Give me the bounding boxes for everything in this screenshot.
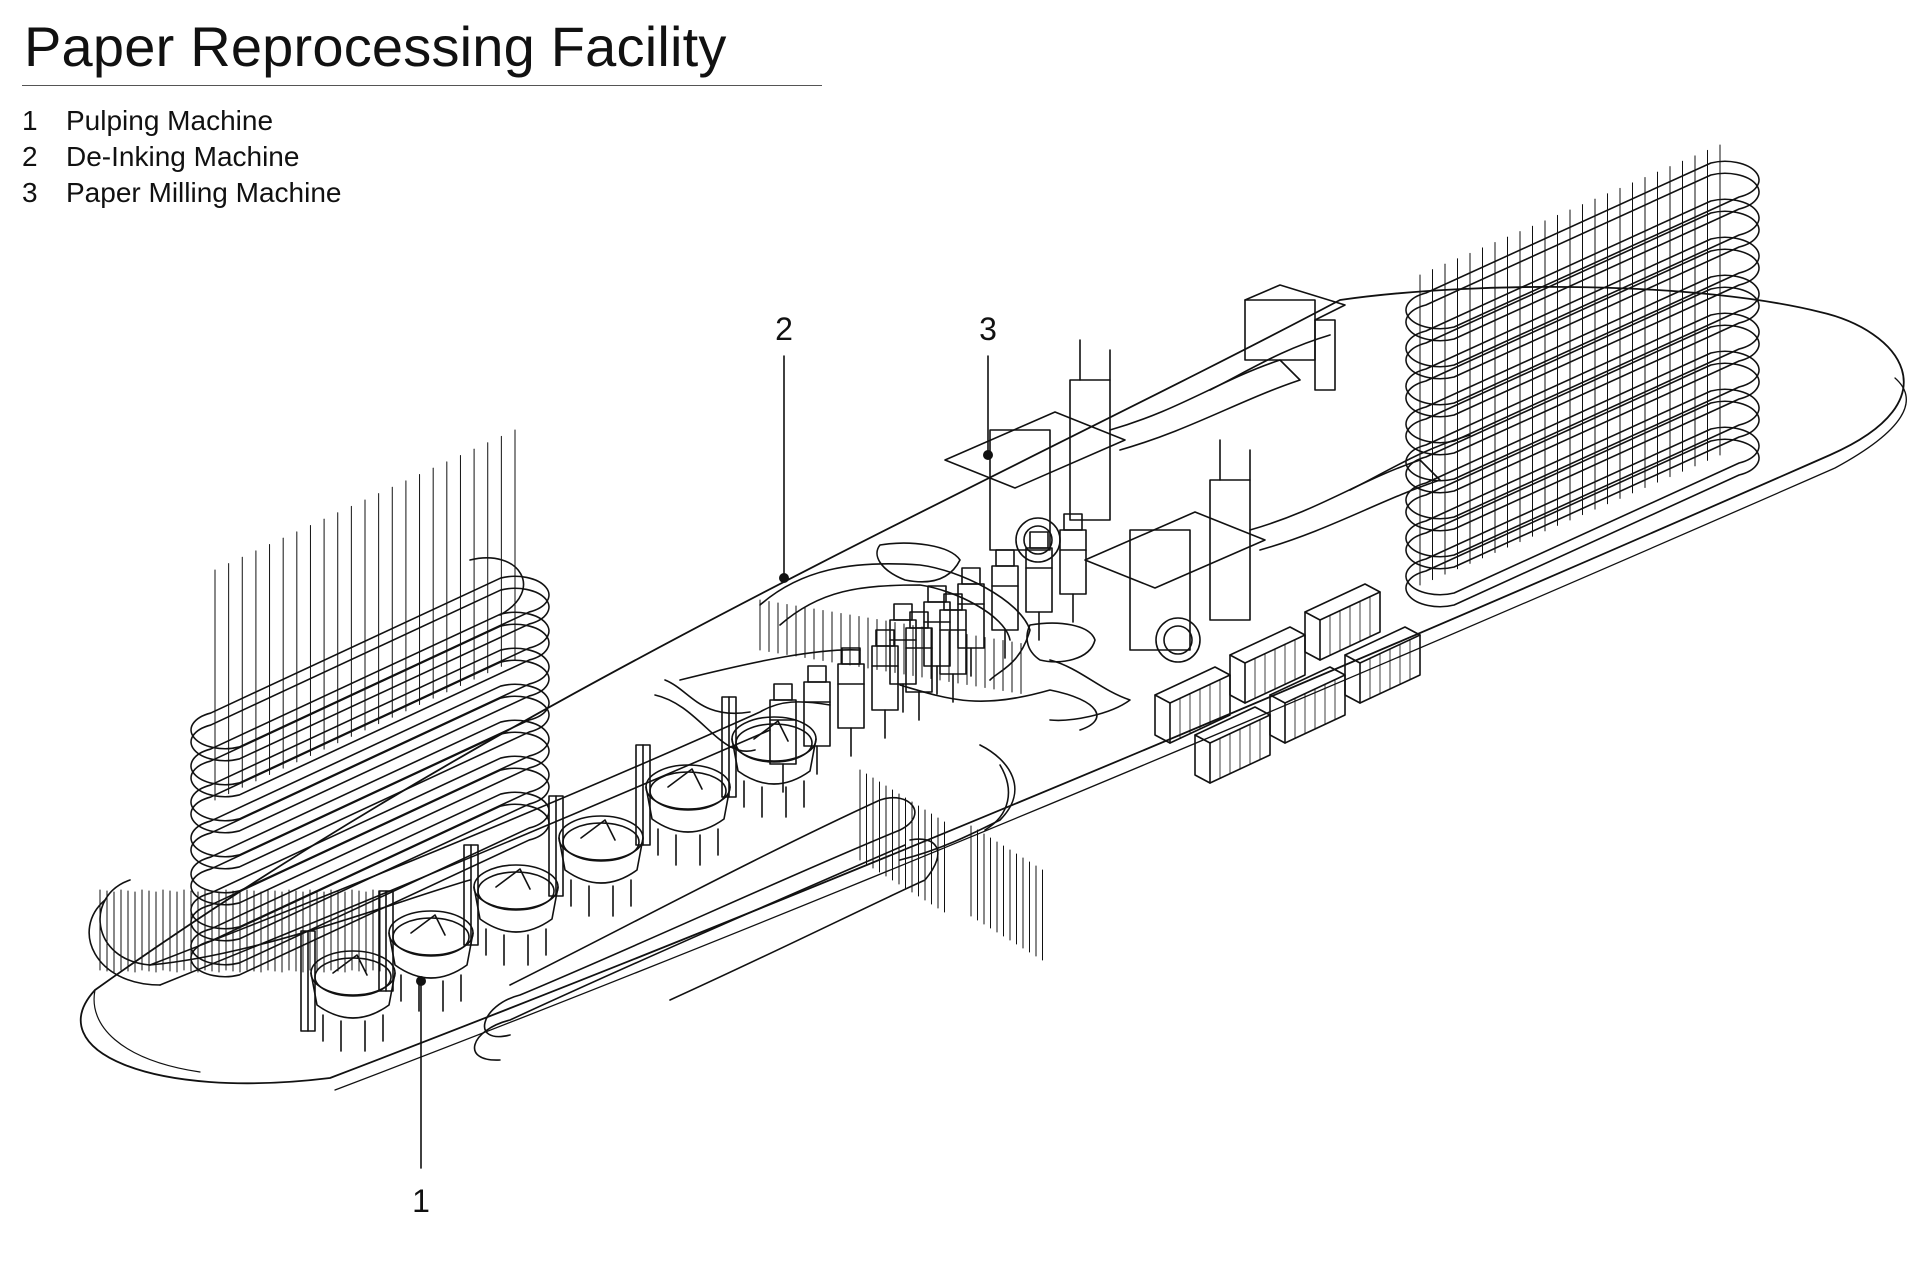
left-spiral-tower [88, 429, 550, 986]
paper-milling-machine [944, 284, 1471, 663]
right-spiral-tower [1405, 144, 1760, 608]
callout-2-number: 2 [775, 311, 793, 347]
title-divider [22, 85, 822, 86]
callout-3: 3 [979, 311, 997, 460]
conveyor-loop [149, 542, 1131, 986]
legend-label: Paper Milling Machine [66, 177, 342, 208]
callout-1-number: 1 [412, 1183, 430, 1219]
legend: 1 Pulping Machine 2 De-Inking Machine 3 Pap… [22, 103, 341, 211]
legend-item-paper-milling: 3 Paper Milling Machine [22, 175, 341, 211]
legend-label: De-Inking Machine [66, 141, 300, 172]
legend-label: Pulping Machine [66, 105, 274, 136]
legend-number: 2 [22, 141, 38, 172]
conveyor-supports [759, 599, 1043, 961]
legend-number: 1 [22, 105, 38, 136]
legend-item-pulping: 1 Pulping Machine [22, 103, 341, 139]
paper-storage-racks [1154, 583, 1421, 784]
legend-item-de-inking: 2 De-Inking Machine [22, 139, 341, 175]
legend-number: 3 [22, 177, 38, 208]
callout-2: 2 [775, 311, 793, 583]
base-platform [80, 285, 1907, 1091]
pulping-machine [300, 696, 817, 1052]
page-title: Paper Reprocessing Facility [24, 15, 727, 78]
ramp-track [473, 797, 939, 1061]
callout-1: 1 [412, 976, 430, 1219]
de-inking-machine [769, 513, 1087, 793]
callout-3-number: 3 [979, 311, 997, 347]
